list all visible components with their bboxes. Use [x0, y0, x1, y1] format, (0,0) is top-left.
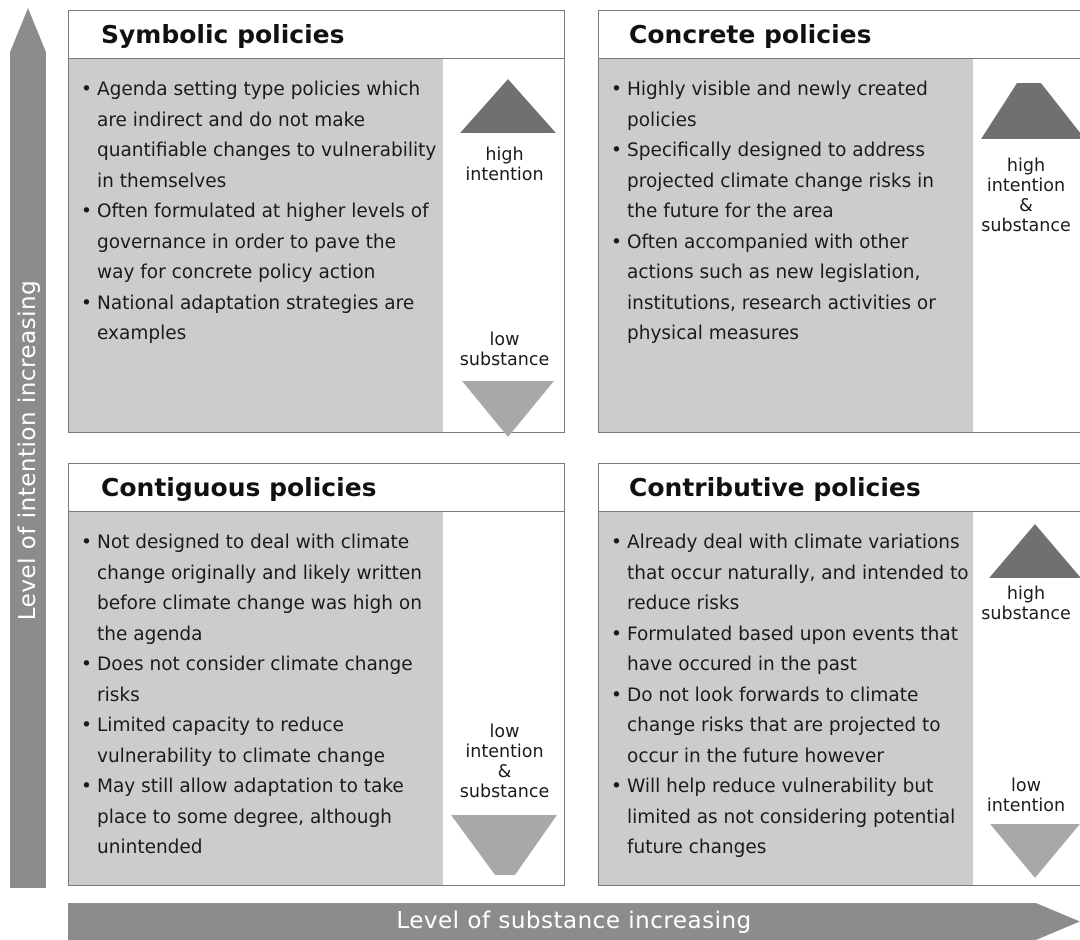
double-up-triangle-icon: [981, 83, 1080, 139]
quadrant-title: Concrete policies: [599, 11, 1080, 59]
bullet-item: Often formulated at higher levels of gov…: [79, 197, 439, 289]
bullet-item: Limited capacity to reduce vulnerability…: [79, 711, 439, 772]
bullet-list: Highly visible and newly created policie…: [609, 75, 969, 350]
up-triangle-dark-icon: [989, 524, 1080, 578]
quadrant-title: Symbolic policies: [69, 11, 564, 59]
bullet-item: Often accompanied with other actions suc…: [609, 228, 969, 350]
indicator-column: high intention low substance: [443, 59, 564, 437]
bullet-item: Highly visible and newly created policie…: [609, 75, 969, 136]
symbolic-policies-quadrant: Symbolic policies Agenda setting type po…: [68, 10, 565, 437]
indicator-bottom-label: low intention: [986, 776, 1066, 816]
bullet-item: Formulated based upon events that have o…: [609, 620, 969, 681]
concrete-policies-quadrant: Concrete policies Highly visible and new…: [598, 10, 1080, 433]
quadrant-title: Contiguous policies: [69, 464, 564, 512]
indicator-bottom-label: low substance: [459, 330, 550, 370]
bullet-list: Not designed to deal with climate change…: [79, 528, 439, 864]
bullet-list: Agenda setting type policies which are i…: [79, 75, 439, 350]
x-axis-label: Level of substance increasing: [396, 908, 752, 934]
bullet-item: Already deal with climate variations tha…: [609, 528, 969, 620]
bullet-item: National adaptation strategies are examp…: [79, 289, 439, 350]
intention-axis-arrow: [10, 8, 46, 888]
indicator-column: low intention & substance: [443, 512, 564, 885]
bullet-item: May still allow adaptation to take place…: [79, 772, 439, 864]
indicator-column: high intention & substance: [973, 59, 1080, 432]
indicator-top-label: high intention: [465, 145, 544, 185]
y-axis-label: Level of intention increasing: [15, 279, 41, 621]
quadrant-title: Contributive policies: [599, 464, 1080, 512]
contiguous-policies-quadrant: Contiguous policies Not designed to deal…: [68, 463, 565, 886]
up-triangle-dark-icon: [460, 79, 556, 133]
down-triangle-light-icon: [990, 824, 1080, 878]
substance-axis-arrow: [68, 903, 1080, 940]
bullet-item: Specifically designed to address project…: [609, 136, 969, 228]
bullet-item: Do not look forwards to climate change r…: [609, 681, 969, 773]
double-down-triangle-icon: [451, 815, 557, 875]
down-triangle-light-icon: [462, 381, 554, 437]
indicator-top-label: high intention & substance: [981, 156, 1071, 236]
bullet-item: Agenda setting type policies which are i…: [79, 75, 439, 197]
contributive-policies-quadrant: Contributive policies Already deal with …: [598, 463, 1080, 886]
indicator-top-label: high substance: [981, 584, 1071, 624]
bullet-item: Not designed to deal with climate change…: [79, 528, 439, 650]
indicator-bottom-label: low intention & substance: [459, 722, 550, 802]
bullet-item: Does not consider climate change risks: [79, 650, 439, 711]
bullet-list: Already deal with climate variations tha…: [609, 528, 969, 864]
bullet-item: Will help reduce vulnerability but limit…: [609, 772, 969, 864]
indicator-column: high substance low intention: [973, 512, 1080, 885]
